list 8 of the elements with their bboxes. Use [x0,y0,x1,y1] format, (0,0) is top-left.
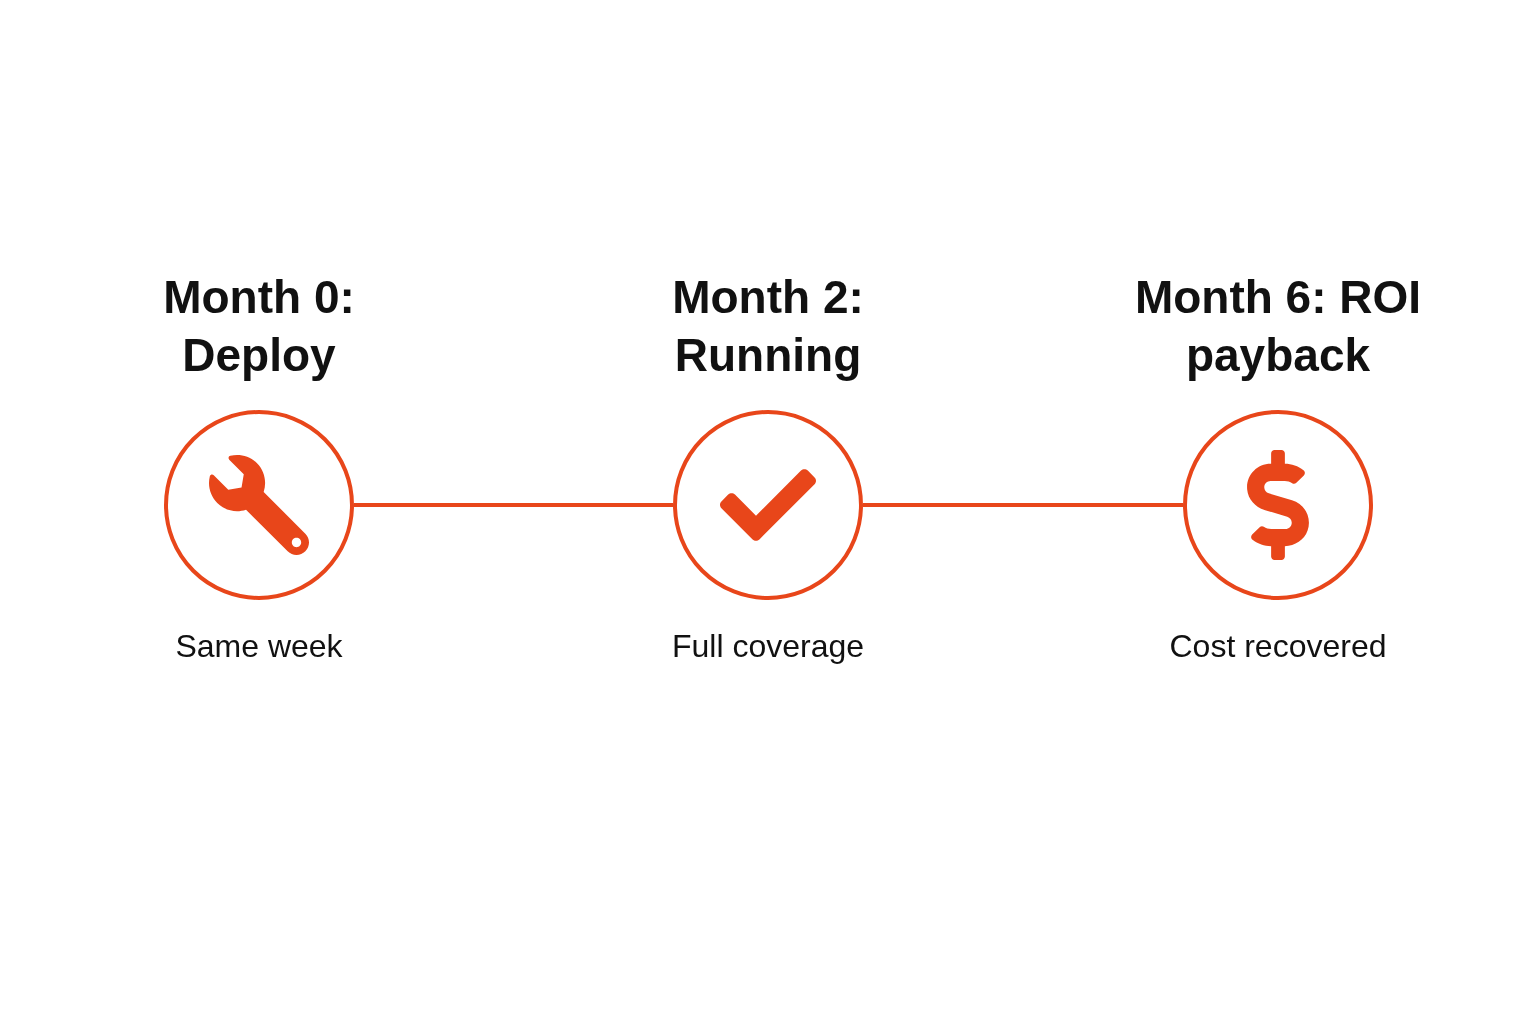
milestone-heading: Month 6: ROI payback [1133,270,1423,383]
milestone-caption: Full coverage [671,627,865,666]
connector-line [863,503,1183,507]
milestone-caption: Cost recovered [1169,627,1387,666]
milestone-heading: Month 0: Deploy [162,270,356,383]
milestone-caption: Same week [175,627,343,666]
milestone-heading: Month 2: Running [671,270,865,383]
connector-line [354,503,673,507]
